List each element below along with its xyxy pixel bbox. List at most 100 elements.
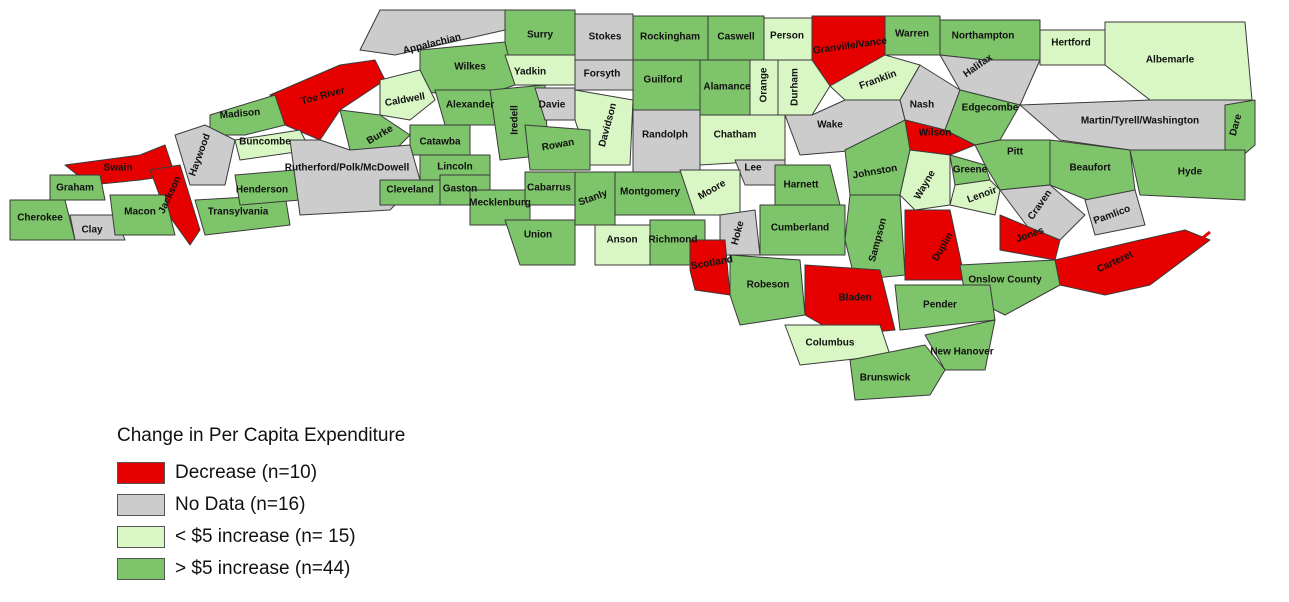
- county-label-henderson: Henderson: [236, 185, 288, 196]
- legend-swatch-decrease: [117, 462, 165, 484]
- outer-banks-strip: [1149, 230, 1211, 272]
- county-pamlico: [1084, 189, 1146, 236]
- county-label-lee: Lee: [744, 163, 762, 174]
- legend-item-small-increase: < $5 increase (n= 15): [117, 521, 405, 553]
- county-label-alexander: Alexander: [446, 100, 494, 111]
- legend-item-large-increase: > $5 increase (n=44): [117, 553, 405, 585]
- county-label-graham: Graham: [56, 183, 94, 194]
- county-label-montgomery: Montgomery: [620, 187, 680, 198]
- county-caldwell: [379, 69, 436, 121]
- county-label-cleveland: Cleveland: [386, 185, 433, 196]
- county-label-albemarle: Albemarle: [1146, 55, 1195, 66]
- county-label-cumberland: Cumberland: [771, 223, 829, 234]
- county-hyde: [1129, 149, 1246, 201]
- county-new-hanover: [924, 319, 996, 371]
- county-label-northampton: Northampton: [952, 31, 1015, 42]
- county-clay: [69, 214, 126, 241]
- county-label-cabarrus: Cabarrus: [527, 183, 571, 194]
- county-label-catawba: Catawba: [419, 137, 461, 148]
- legend-label-small-increase: < $5 increase (n= 15): [175, 526, 356, 547]
- county-randolph: [632, 109, 701, 176]
- county-label-rutherford-polk-mcdowell: Rutherford/Polk/McDowell: [285, 163, 410, 174]
- county-graham: [49, 174, 106, 201]
- legend-swatch-no-data: [117, 494, 165, 516]
- county-label-randolph: Randolph: [642, 130, 688, 141]
- county-label-transylvania: Transylvania: [208, 207, 269, 218]
- county-label-durham: Durham: [790, 68, 801, 106]
- county-halifax: [939, 54, 1041, 106]
- county-label-pitt: Pitt: [1007, 147, 1024, 158]
- county-cumberland: [759, 204, 846, 256]
- county-rowan: [524, 124, 591, 171]
- county-label-gaston: Gaston: [443, 184, 477, 195]
- legend-item-decrease: Decrease (n=10): [117, 457, 405, 489]
- county-label-greene: Greene: [953, 165, 988, 176]
- county-label-buncombe: Buncombe: [239, 137, 291, 148]
- county-label-harnett: Harnett: [783, 180, 819, 191]
- county-label-swain: Swain: [104, 163, 133, 174]
- county-union: [504, 219, 576, 266]
- county-label-alamance: Alamance: [703, 82, 751, 93]
- county-label-robeson: Robeson: [747, 280, 790, 291]
- county-label-stokes: Stokes: [589, 32, 622, 43]
- county-label-columbus: Columbus: [806, 338, 855, 349]
- county-shapes: [9, 9, 1256, 401]
- county-label-cherokee: Cherokee: [17, 213, 63, 224]
- legend-swatch-large-increase: [117, 558, 165, 580]
- county-appalachian: [359, 9, 506, 56]
- county-label-new-hanover: New Hanover: [930, 347, 993, 358]
- county-toe-river: [269, 59, 386, 141]
- county-haywood: [174, 124, 236, 186]
- legend-swatch-small-increase: [117, 526, 165, 548]
- county-label-wilson: Wilson: [919, 128, 952, 139]
- county-label-richmond: Richmond: [649, 235, 698, 246]
- county-label-surry: Surry: [527, 30, 554, 41]
- county-label-caswell: Caswell: [717, 32, 754, 43]
- county-robeson: [729, 254, 806, 326]
- county-label-wilkes: Wilkes: [454, 62, 486, 73]
- county-dare: [1224, 99, 1256, 159]
- county-label-onslow-county: Onslow County: [968, 275, 1042, 286]
- county-label-clay: Clay: [81, 225, 103, 236]
- legend-label-decrease: Decrease (n=10): [175, 462, 318, 483]
- county-label-chatham: Chatham: [714, 130, 757, 141]
- county-label-warren: Warren: [895, 29, 929, 40]
- county-scotland: [689, 239, 731, 296]
- county-label-anson: Anson: [606, 235, 637, 246]
- legend-title: Change in Per Capita Expenditure: [117, 425, 406, 446]
- county-label-forsyth: Forsyth: [584, 69, 621, 80]
- county-label-hertford: Hertford: [1051, 38, 1090, 49]
- county-label-union: Union: [524, 230, 552, 241]
- county-label-lincoln: Lincoln: [437, 162, 473, 173]
- county-label-bladen: Bladen: [838, 293, 871, 304]
- county-label-person: Person: [770, 31, 804, 42]
- legend: Change in Per Capita Expenditure Decreas…: [117, 425, 405, 585]
- county-label-martin-tyrell-washington: Martin/Tyrell/Washington: [1081, 116, 1199, 127]
- county-duplin: [904, 209, 966, 281]
- county-macon: [109, 194, 176, 236]
- legend-label-no-data: No Data (n=16): [175, 494, 306, 515]
- county-carteret: [1054, 229, 1211, 296]
- county-wake: [784, 99, 906, 156]
- county-label-madison: Madison: [219, 107, 260, 121]
- legend-label-large-increase: > $5 increase (n=44): [175, 558, 351, 579]
- county-craven: [999, 184, 1086, 241]
- county-label-guilford: Guilford: [644, 75, 683, 86]
- county-label-orange: Orange: [759, 67, 770, 102]
- county-label-yadkin: Yadkin: [514, 67, 546, 78]
- county-wayne: [899, 149, 951, 211]
- county-durham: [777, 59, 831, 116]
- county-label-rockingham: Rockingham: [640, 32, 700, 43]
- county-label-wake: Wake: [817, 120, 843, 131]
- legend-item-no-data: No Data (n=16): [117, 489, 405, 521]
- county-label-brunswick: Brunswick: [860, 373, 911, 384]
- county-brunswick: [849, 344, 946, 401]
- county-label-pender: Pender: [923, 300, 957, 311]
- county-label-hyde: Hyde: [1178, 167, 1203, 178]
- county-label-iredell: Iredell: [510, 105, 521, 135]
- county-label-davie: Davie: [539, 100, 566, 111]
- county-lenoir: [949, 179, 1001, 216]
- county-label-edgecombe: Edgecombe: [962, 103, 1019, 114]
- county-label-beaufort: Beaufort: [1069, 163, 1111, 174]
